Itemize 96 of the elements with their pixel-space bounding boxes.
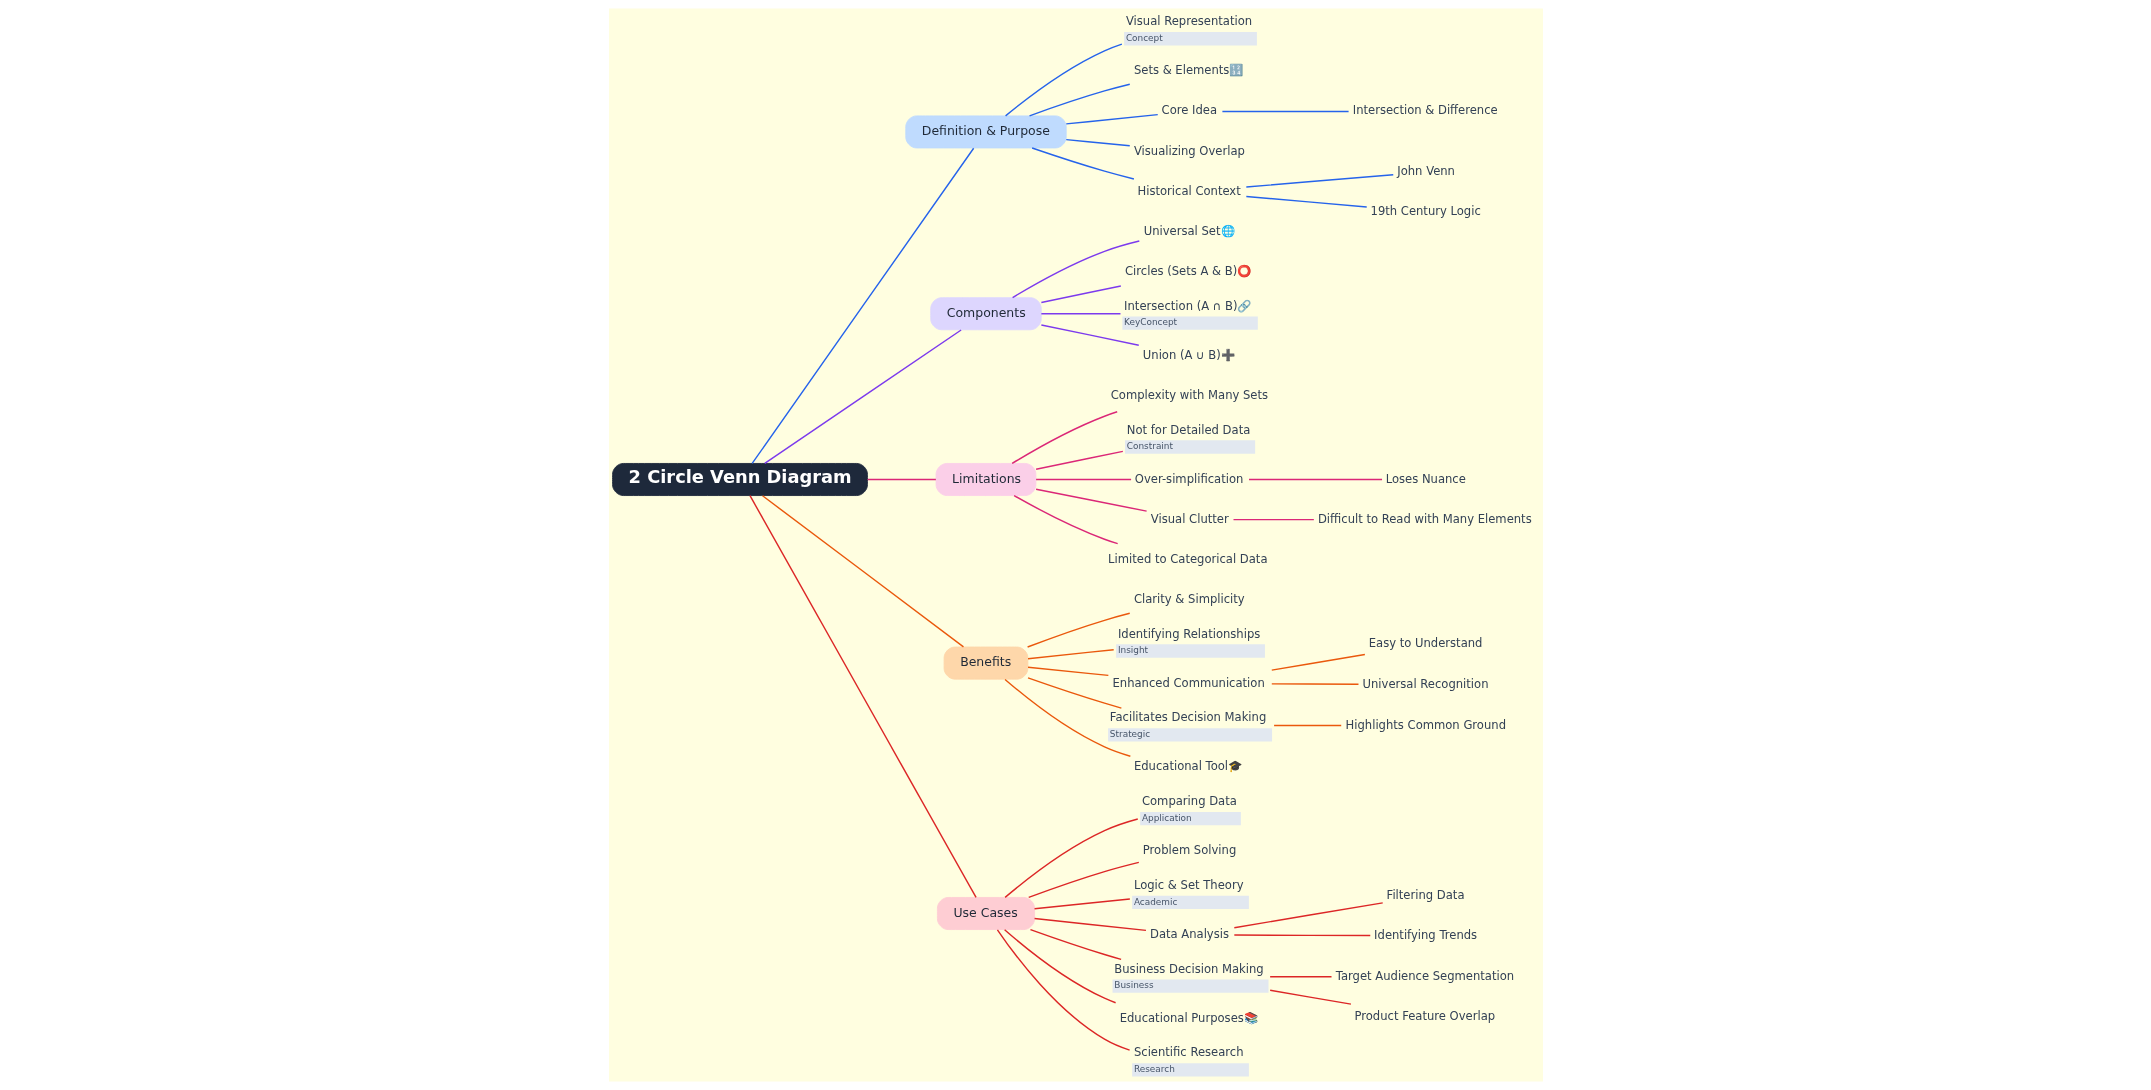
node-label: Comparing Data (1141, 794, 1237, 809)
node-box: Use Cases (936, 897, 1035, 930)
connector (1233, 934, 1371, 937)
node-text: Over-simplification (1134, 471, 1243, 486)
node-text: Complexity with Many Sets (1110, 387, 1268, 402)
connector (763, 329, 962, 464)
node-text: Limited to Categorical Data (1107, 551, 1268, 566)
node-text: Problem Solving (1142, 843, 1236, 858)
node-box: Constraint (1124, 440, 1255, 454)
connector (1065, 138, 1130, 147)
node-label: Visual Representation (1125, 14, 1252, 29)
node-box: Definition & Purpose (904, 115, 1067, 149)
connector (1003, 678, 1131, 757)
node-box: Benefits (943, 646, 1028, 680)
node-text: Loses Nuance (1385, 471, 1466, 486)
node-label: Identifying Relationships (1117, 626, 1260, 641)
connector (1065, 113, 1158, 125)
node-label: Scientific Research (1133, 1045, 1244, 1060)
connector (1026, 612, 1130, 648)
connector (1268, 989, 1352, 1005)
node-box: Components (929, 297, 1042, 331)
node-text: Universal Set🌐 (1143, 223, 1235, 238)
connector (1232, 518, 1315, 521)
connector (1270, 683, 1359, 685)
connector (1003, 818, 1138, 899)
connector (1003, 929, 1116, 1004)
connector (750, 147, 974, 465)
node-text: Circles (Sets A & B)⭕ (1124, 263, 1251, 278)
node-text: Educational Tool🎓 (1133, 759, 1242, 774)
connector (1029, 928, 1122, 961)
connector (1040, 313, 1121, 315)
connector (1010, 411, 1118, 465)
connector (1272, 724, 1342, 727)
connector (1268, 976, 1332, 978)
connector (1034, 478, 1132, 481)
connector (1026, 677, 1122, 709)
connector (748, 495, 977, 899)
node-text: Universal Recognition (1362, 676, 1488, 691)
connector (866, 478, 937, 481)
connector (1270, 653, 1366, 671)
connector (1011, 240, 1140, 299)
connector (1026, 648, 1114, 660)
node-box: Academic (1131, 895, 1249, 910)
connector (1245, 174, 1394, 188)
connector (996, 929, 1130, 1051)
node-text: 19th Century Logic (1370, 204, 1481, 219)
connector (1033, 917, 1147, 932)
connector (1026, 666, 1109, 677)
node-box: Concept (1123, 32, 1257, 46)
node-text: Intersection & Difference (1352, 103, 1498, 118)
node-text: Enhanced Communication (1112, 675, 1265, 690)
node-text: Difficult to Read with Many Elements (1317, 511, 1532, 526)
node-text: Target Audience Segmentation (1335, 968, 1514, 983)
node-text: Easy to Understand (1368, 636, 1482, 651)
connector (1030, 147, 1135, 180)
connector (761, 495, 964, 648)
connector (1233, 902, 1383, 929)
node-text: Data Analysis (1149, 926, 1229, 941)
connector (1033, 898, 1131, 910)
node-label: Logic & Set Theory (1133, 877, 1244, 892)
node-box: Application (1139, 811, 1241, 826)
node-box: KeyConcept (1121, 316, 1258, 330)
connector (1040, 285, 1122, 304)
connector (1012, 494, 1118, 545)
node-text: Union (A ∪ B)➕ (1142, 347, 1235, 362)
node-text: Historical Context (1136, 183, 1241, 198)
node-label: Facilitates Decision Making (1109, 710, 1266, 725)
connector (1027, 861, 1140, 899)
connector (1028, 83, 1130, 117)
connector (1004, 43, 1123, 117)
connector (1040, 324, 1139, 346)
node-text: Clarity & Simplicity (1133, 591, 1245, 606)
node-text: Identifying Trends (1373, 927, 1477, 942)
node-box: Limitations (935, 463, 1036, 496)
node-box: Research (1131, 1063, 1249, 1077)
node-label: Not for Detailed Data (1126, 422, 1250, 437)
node-text: Core Idea (1161, 103, 1217, 118)
connector (1034, 488, 1147, 512)
connector (1247, 478, 1383, 481)
node-text: Visual Clutter (1150, 511, 1229, 526)
node-text: Highlights Common Ground (1345, 717, 1506, 732)
node-text: John Venn (1396, 164, 1455, 179)
node-box: Insight (1115, 644, 1265, 658)
node-text: Product Feature Overlap (1354, 1008, 1495, 1023)
node-box: Business (1112, 979, 1268, 993)
node-box: 2 Circle Venn Diagram (611, 463, 868, 496)
connector (1221, 110, 1349, 113)
node-label: Intersection (A ∩ B)🔗 (1123, 298, 1251, 313)
node-text: Sets & Elements🔢 (1133, 63, 1243, 78)
connector (1034, 450, 1124, 470)
node-text: Visualizing Overlap (1133, 143, 1245, 158)
node-text: Filtering Data (1386, 887, 1464, 902)
node-label: Business Decision Making (1113, 961, 1264, 976)
node-text: Educational Purposes📚 (1119, 1010, 1258, 1025)
node-box: Strategic (1107, 728, 1272, 742)
connector (1245, 195, 1367, 208)
